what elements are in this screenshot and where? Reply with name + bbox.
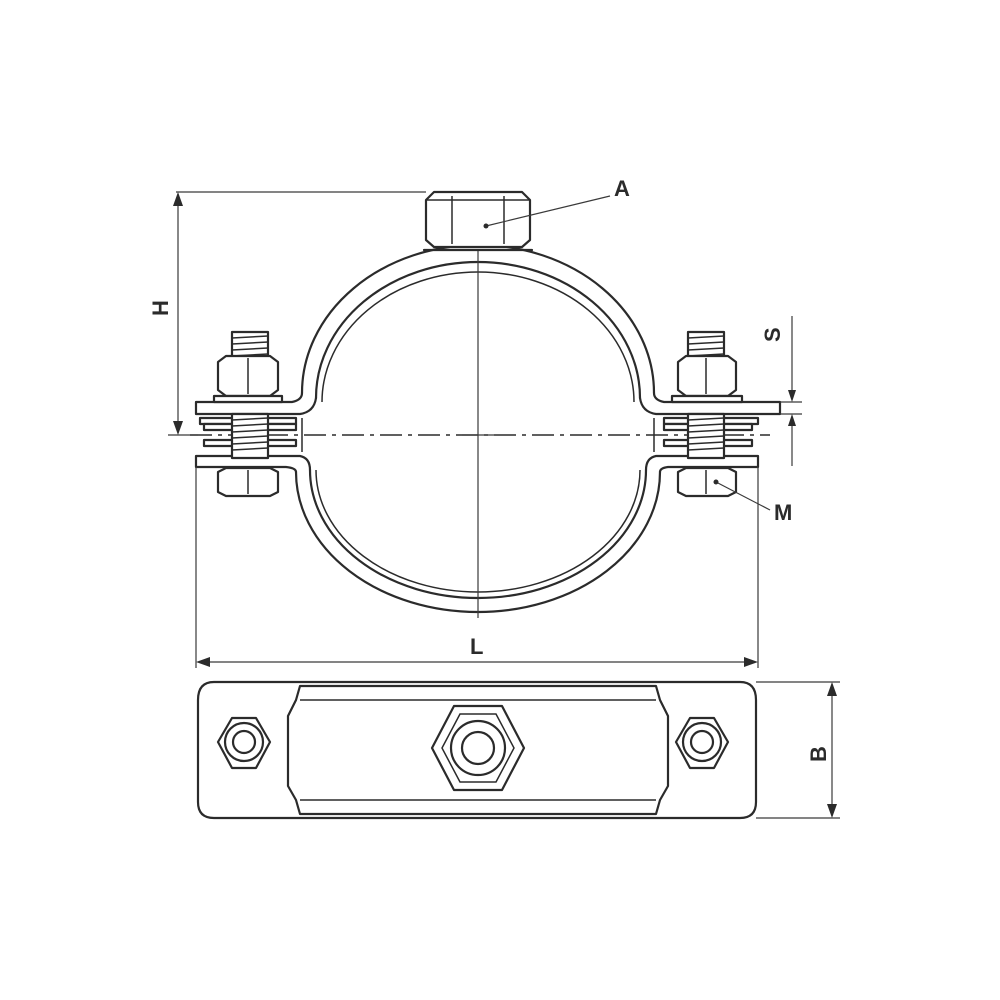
band-bend-2	[659, 699, 669, 717]
label-m: M	[774, 500, 792, 525]
label-h: H	[148, 300, 173, 316]
dimension-l	[195, 467, 759, 668]
dimension-h	[168, 191, 426, 436]
top-view-right-screw	[674, 716, 730, 770]
upper-right-flange	[638, 391, 782, 416]
label-l: L	[470, 634, 483, 659]
label-a: A	[614, 176, 630, 201]
left-screw-assembly	[198, 330, 298, 498]
lower-right-flange	[644, 454, 760, 474]
top-view	[196, 680, 840, 820]
dimension-s	[780, 316, 802, 466]
front-view	[168, 190, 802, 668]
top-hex-nut	[424, 190, 532, 249]
top-view-outline	[196, 680, 758, 820]
right-screw-assembly	[662, 330, 760, 498]
upper-left-flange	[194, 391, 318, 416]
label-s: S	[760, 327, 785, 342]
leader-m	[713, 479, 771, 511]
top-view-center-nut	[430, 704, 526, 792]
label-b: B	[806, 746, 831, 762]
top-view-left-screw	[216, 716, 272, 770]
lower-left-flange	[194, 454, 312, 474]
band-bend-1	[287, 699, 297, 717]
leader-a	[483, 195, 611, 229]
dimension-b	[756, 681, 840, 819]
